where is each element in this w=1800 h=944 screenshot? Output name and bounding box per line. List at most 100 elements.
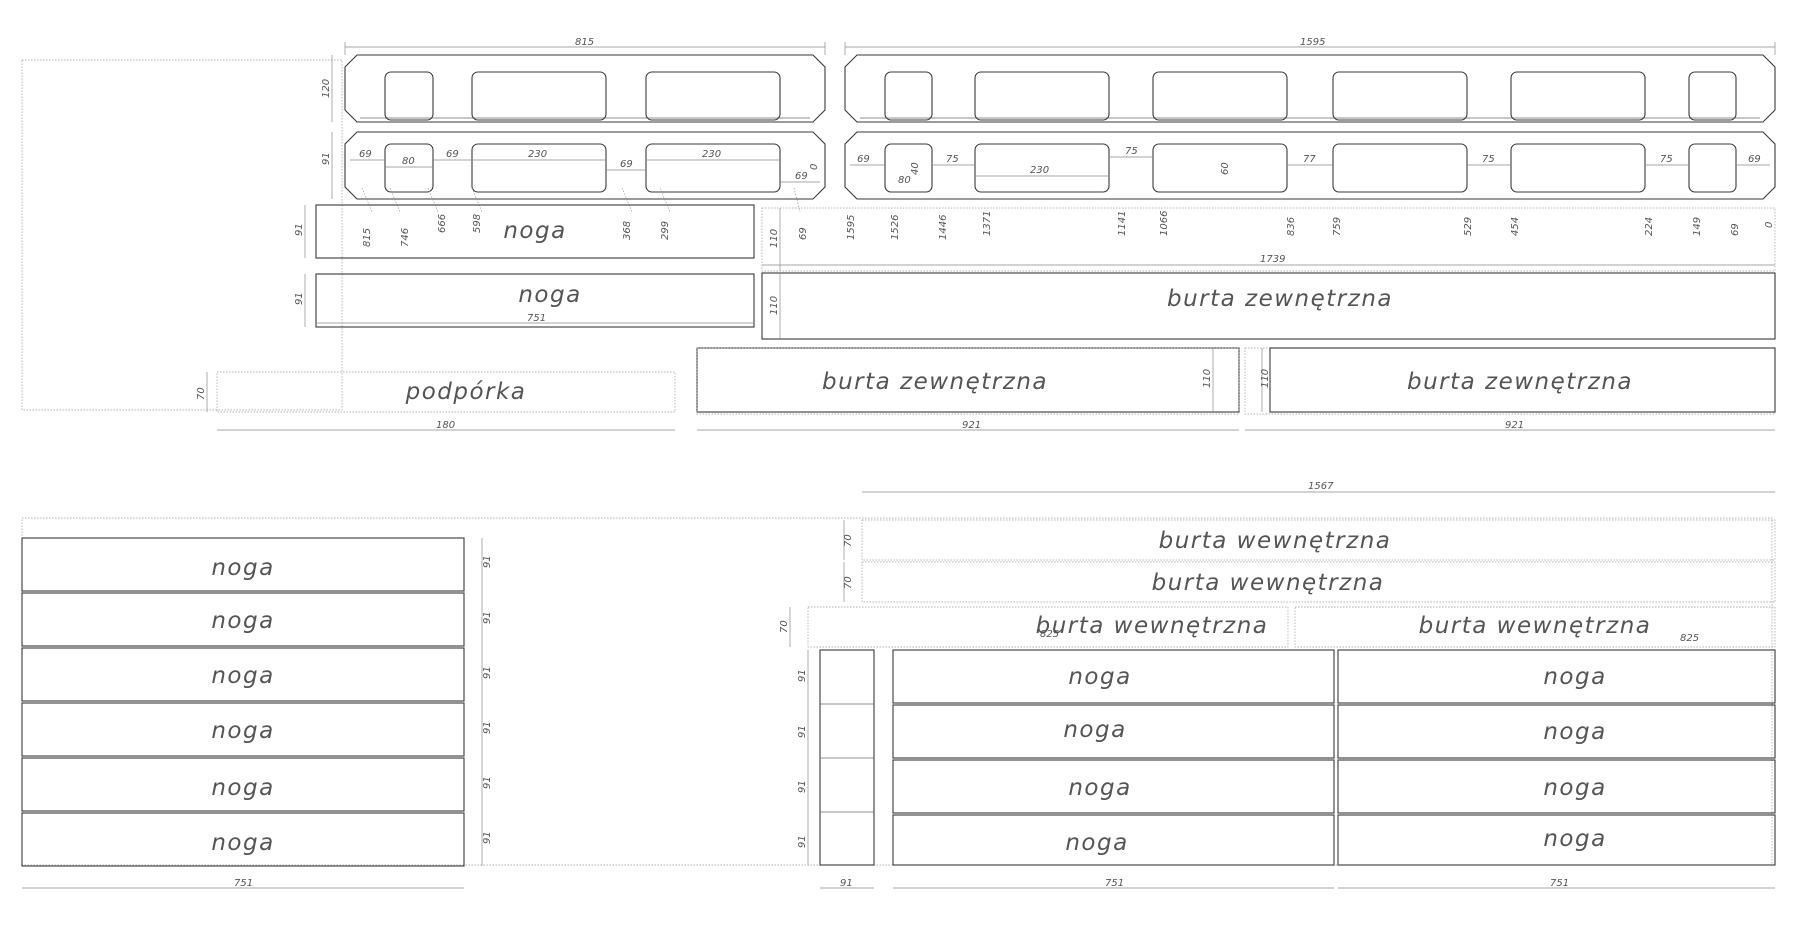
ordinate-598: 598: [472, 214, 483, 233]
ordinate-69: 69: [1730, 223, 1741, 236]
label-noga: noga: [1068, 775, 1131, 801]
noga-piece: [1337, 704, 1776, 759]
cutout: [974, 71, 1110, 121]
dim-120: 120: [321, 79, 332, 98]
ordinate-1141: 1141: [1117, 211, 1128, 236]
plank-1595-view-a: [844, 54, 1776, 123]
dim-69: 69: [620, 159, 633, 170]
dim-91: 91: [797, 725, 808, 738]
cutout: [471, 71, 607, 121]
cutout: [884, 143, 933, 193]
label-burta-wewnetrzna: burta wewnętrzna: [1159, 528, 1392, 554]
dim-69: 69: [857, 154, 870, 165]
dim-69: 69: [359, 149, 372, 160]
ordinate-1066: 1066: [1159, 211, 1170, 236]
ordinate-815: 815: [362, 228, 373, 247]
dim-91: 91: [797, 780, 808, 793]
noga-piece: [1337, 649, 1776, 704]
cutout: [384, 71, 434, 121]
noga-piece: [21, 757, 465, 812]
burta-wewnetrzna-short-left: [807, 606, 1289, 648]
label-noga: noga: [1543, 775, 1606, 801]
ordinate-299: 299: [660, 221, 671, 240]
dim-75: 75: [1482, 154, 1495, 165]
ordinate-1371: 1371: [982, 211, 993, 236]
dim-91: 91: [482, 555, 493, 568]
label-noga: noga: [211, 663, 274, 689]
noga-top-2: noga 91 751: [294, 273, 755, 328]
dim-815: 815: [575, 37, 594, 48]
label-noga: noga: [518, 282, 581, 308]
burta-zewnetrzna-921-right: burta zewnętrzna 110 921: [1244, 347, 1776, 431]
cutout: [1152, 71, 1288, 121]
dim-91: 91: [482, 666, 493, 679]
ordinate-224: 224: [1644, 217, 1655, 236]
plank-815-view-a: [344, 54, 826, 123]
cutout: [1688, 143, 1737, 193]
ordinate-454: 454: [1510, 217, 1521, 236]
dim-70: 70: [843, 534, 854, 547]
label-noga: noga: [1063, 717, 1126, 743]
ordinate-1595: 1595: [846, 215, 857, 240]
label-noga: noga: [503, 218, 566, 244]
dim-70: 70: [779, 620, 790, 633]
noga-grid-right: noga noga noga noga noga noga noga noga …: [892, 649, 1776, 889]
dim-921: 921: [962, 420, 981, 431]
dim-230: 230: [528, 149, 547, 160]
ordinate-746: 746: [400, 228, 411, 247]
dim-70: 70: [196, 387, 207, 400]
dim-110: 110: [1202, 369, 1213, 388]
ordinate-529: 529: [1463, 217, 1474, 236]
dim-91: 91: [321, 152, 332, 165]
noga-piece: [892, 704, 1335, 759]
dim-230: 230: [1030, 165, 1049, 176]
dim-80: 80: [898, 175, 911, 186]
cutout: [1510, 143, 1646, 193]
cutout: [884, 71, 933, 121]
dim-69: 69: [446, 149, 459, 160]
dim-1595: 1595: [1300, 37, 1325, 48]
dim-110: 110: [769, 296, 780, 315]
dim-69: 69: [1748, 154, 1761, 165]
ordinate-368: 368: [622, 221, 633, 240]
dim-60: 60: [1220, 162, 1231, 175]
noga-piece: [1337, 759, 1776, 814]
noga-piece: [1337, 814, 1776, 866]
dim-751: 751: [527, 313, 546, 324]
dim-75: 75: [1660, 154, 1673, 165]
dim-751: 751: [234, 878, 253, 889]
dim-921: 921: [1505, 420, 1524, 431]
dim-825: 825: [1680, 633, 1699, 644]
cutout: [1332, 71, 1468, 121]
cutout: [384, 143, 434, 193]
label-burta-wewnetrzna: burta wewnętrzna: [1036, 613, 1269, 639]
ordinate-836: 836: [1286, 217, 1297, 236]
label-noga: noga: [211, 718, 274, 744]
dim-180: 180: [436, 420, 455, 431]
noga-piece: [21, 592, 465, 647]
noga-piece: [892, 649, 1335, 704]
noga-piece: [21, 702, 465, 757]
burta-wewnetrzna-long-2: [861, 561, 1776, 603]
dim-77: 77: [1303, 154, 1316, 165]
dim-0: 0: [809, 164, 820, 170]
noga-piece: [21, 647, 465, 702]
label-noga: noga: [211, 555, 274, 581]
plank-1595: 1595 69 80 40 75 230 75 60 77 75 75 69: [844, 37, 1776, 200]
ordinate-dimensions: 815 746 666 598 368 299 1595 1526 1446 1…: [362, 211, 1775, 247]
burta-zewnetrzna-1739: 1739 110 69 burta zewnętrzna 110: [761, 207, 1776, 340]
cutout: [645, 143, 781, 193]
dim-70: 70: [843, 576, 854, 589]
ordinate-1526: 1526: [890, 215, 901, 240]
dim-1567: 1567: [1308, 481, 1334, 492]
label-noga: noga: [211, 830, 274, 856]
dim-751: 751: [1550, 878, 1569, 889]
dim-230: 230: [702, 149, 721, 160]
dim-1739: 1739: [1260, 254, 1285, 265]
label-podporka: podpórka: [405, 379, 527, 405]
cutout: [1510, 71, 1646, 121]
ordinate-0: 0: [1764, 222, 1775, 228]
ordinate-149: 149: [1692, 217, 1703, 236]
dim-91: 91: [294, 292, 305, 305]
